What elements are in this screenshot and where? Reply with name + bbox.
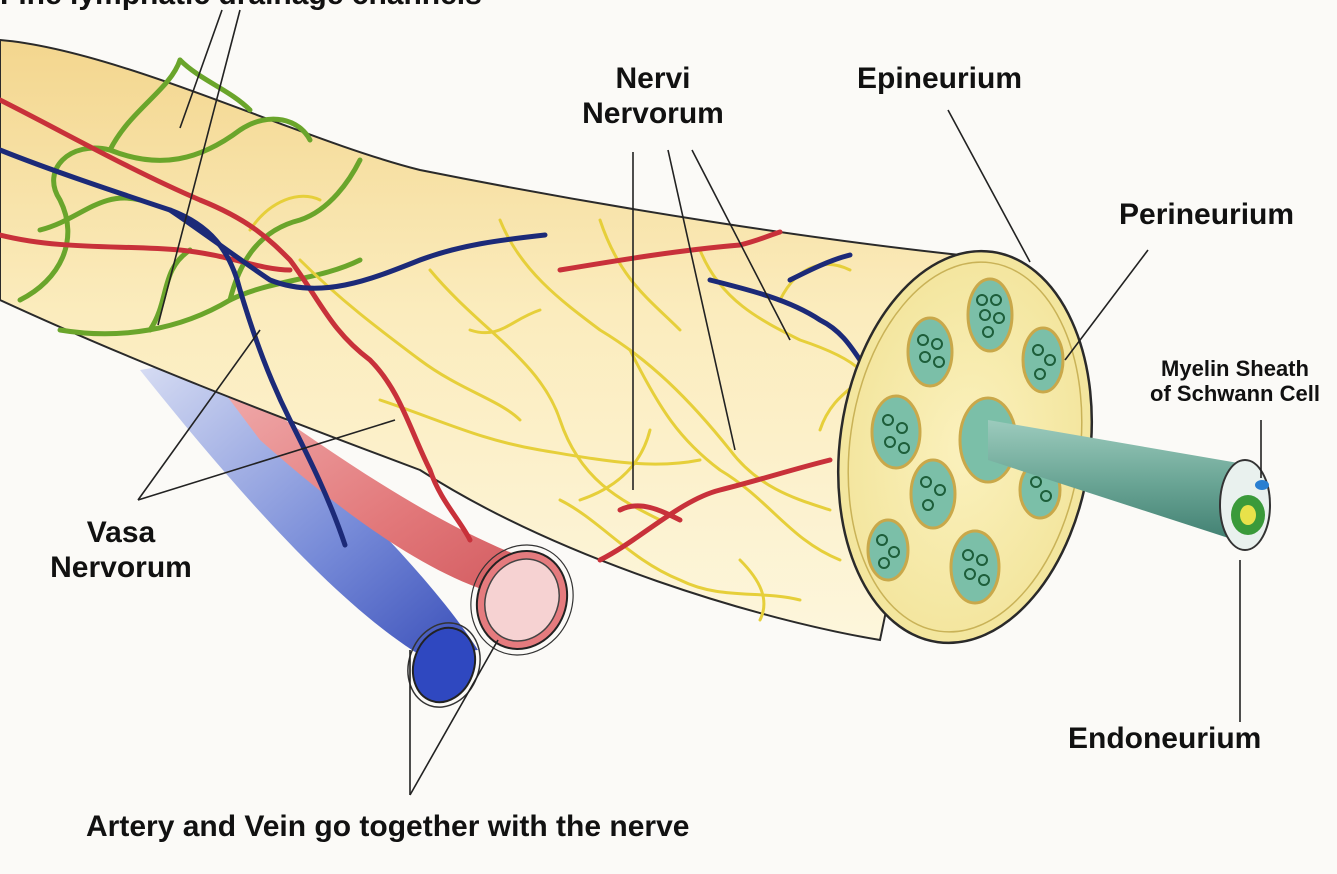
vasa-line1: Vasa — [86, 516, 156, 549]
myelin-line1: Myelin Sheath — [1161, 356, 1309, 381]
axon-cone — [988, 420, 1271, 551]
leader-lines — [137, 9, 1262, 796]
lymphatic-channels — [17, 57, 363, 337]
vasa-line2: Nervorum — [50, 550, 192, 584]
nervi-line2: Nervorum — [582, 96, 724, 130]
endoneurium-label: Endoneurium — [1068, 722, 1262, 755]
nervi-nervorum-label: Nervi Nervorum — [578, 62, 728, 131]
epineurium-label: Epineurium — [857, 62, 1023, 95]
top-cut-label: Fine lymphatic drainage channels — [0, 0, 482, 13]
vasa-nervorum-label: Vasa Nervorum — [46, 516, 196, 585]
myelin-sheath-label: Myelin Sheath of Schwann Cell — [1140, 356, 1330, 407]
axon-dots — [876, 294, 1056, 586]
vasa-veins — [0, 147, 863, 548]
nervi-line1: Nervi — [615, 62, 691, 95]
myelin-line2: of Schwann Cell — [1150, 381, 1320, 407]
artery-vein-caption: Artery and Vein go together with the ner… — [86, 810, 690, 843]
artery-tube — [200, 360, 574, 656]
vasa-arteries — [0, 97, 833, 563]
perineurium-label: Perineurium — [1119, 198, 1295, 231]
